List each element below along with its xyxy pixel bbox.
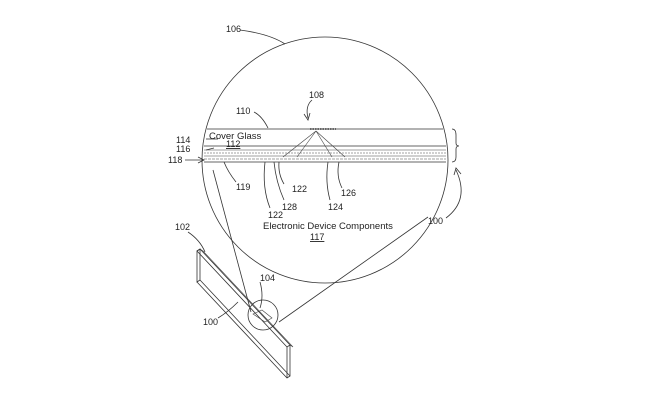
ref-116: 116 [176, 144, 190, 154]
arrow-118 [197, 156, 205, 164]
leader-124 [326, 161, 331, 201]
leader-128 [273, 161, 285, 201]
ref-100-right: 100 [428, 216, 443, 226]
leader-126 [337, 161, 343, 189]
layer-stack [204, 128, 460, 163]
ref-104: 104 [260, 273, 275, 283]
leader-lines [185, 99, 343, 209]
leader-106 [239, 29, 286, 45]
ref-118: 118 [168, 155, 182, 165]
cover-glass-label: Cover Glass [209, 131, 262, 142]
leader-119 [223, 161, 237, 183]
device-bottom-edge [196, 279, 291, 379]
ref-124: 124 [328, 202, 343, 212]
ref-122b: 122 [268, 210, 283, 220]
ref-117: 117 [310, 232, 324, 242]
leader-122a [278, 161, 285, 185]
projection-right [278, 216, 429, 323]
ref-122a: 122 [292, 184, 307, 194]
leader-116 [205, 147, 215, 151]
arrow-108 [303, 112, 311, 121]
electronic-components-label: Electronic Device Components [263, 221, 393, 232]
arrow-100-right [453, 167, 462, 176]
ref-106: 106 [226, 24, 241, 34]
device-edge [196, 248, 291, 348]
light-path [282, 128, 346, 158]
ref-102: 102 [175, 222, 190, 232]
sensor-region [252, 309, 273, 323]
ray-in [282, 130, 317, 158]
leader-100-right [445, 169, 462, 219]
ref-119: 119 [236, 182, 250, 192]
ref-108: 108 [309, 90, 324, 100]
magnified-view-circle [201, 36, 449, 284]
leader-104 [259, 281, 263, 309]
device [196, 248, 294, 379]
ref-112: 112 [226, 139, 240, 149]
ref-126: 126 [341, 188, 356, 198]
leader-122b [263, 161, 271, 209]
leader-110 [253, 111, 269, 129]
ray-out-2 [315, 130, 333, 158]
ray-out [315, 130, 346, 158]
leader-108 [306, 99, 313, 119]
ref-114: 114 [176, 135, 190, 145]
ray-in-2 [296, 130, 317, 158]
leader-102 [187, 231, 206, 253]
stack-brace [451, 128, 460, 163]
ref-100-left: 100 [203, 317, 218, 327]
projection-left [212, 169, 252, 313]
magnified-spot-circle [247, 299, 279, 331]
ref-110: 110 [236, 106, 250, 116]
ref-128: 128 [282, 202, 297, 212]
leader-100-left [217, 301, 239, 319]
device-top-face [199, 248, 294, 348]
